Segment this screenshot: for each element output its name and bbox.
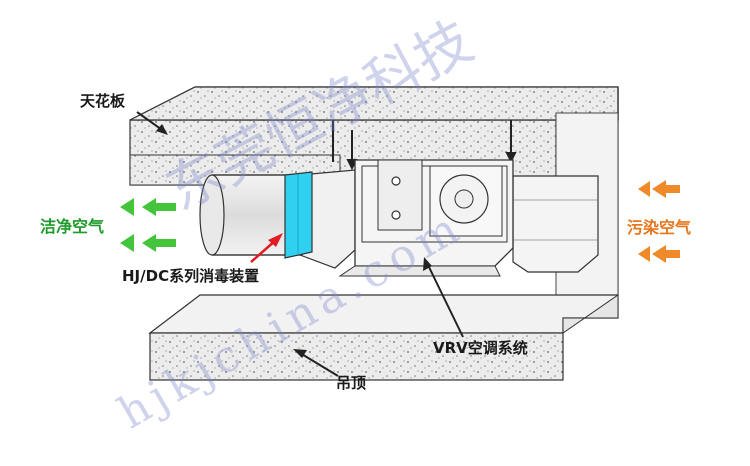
label-ceiling-board: 天花板 xyxy=(80,92,126,110)
pointer-device xyxy=(250,233,283,263)
label-clean-air: 洁净空气 xyxy=(40,217,105,236)
label-vrv-system: VRV空调系统 xyxy=(433,339,528,357)
vrv-unit xyxy=(338,159,514,277)
inlet-duct xyxy=(512,175,599,273)
label-disinfection-device: HJ/DC系列消毒装置 xyxy=(122,267,260,285)
pointer-suspended xyxy=(293,349,339,377)
clean-air-arrows xyxy=(120,198,176,252)
label-polluted-air: 污染空气 xyxy=(627,218,692,237)
label-suspended-ceiling: 吊顶 xyxy=(336,374,367,392)
suspended-ceiling xyxy=(148,294,619,381)
hanger-rods xyxy=(332,120,517,171)
polluted-air-arrows xyxy=(638,180,680,263)
disinfection-filter xyxy=(284,171,313,259)
pointer-ceiling xyxy=(136,111,168,135)
pointer-vrv xyxy=(423,257,464,338)
